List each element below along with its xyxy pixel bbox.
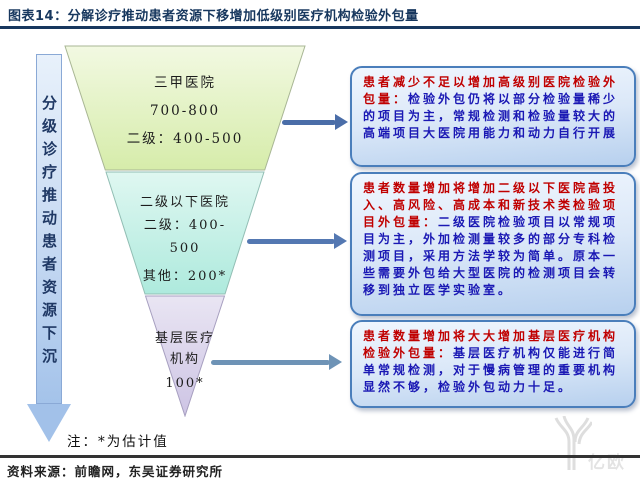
down-flow-arrow: 分级诊疗推动患者资源下沉 — [27, 54, 71, 446]
connector-arrow-middle — [247, 233, 347, 249]
figure-title: 图表14：分解诊疗推动患者资源下移增加低级别医疗机构检验外包量 — [8, 9, 419, 24]
callout-highlight: 患者数量增加将增加二级以下医院高投入、高风险、高成本和新技术类检验项目外包量： — [363, 181, 619, 229]
arrow-shaft — [211, 360, 330, 365]
funnel-line: 二级：400-500 — [126, 131, 244, 147]
footnote-text: 注：*为估计值 — [67, 434, 169, 450]
arrow-head-icon — [335, 114, 348, 130]
connector-arrow-top — [282, 114, 348, 130]
callout-highlight: 患者减少不足以增加高级别医院检验外包量： — [363, 75, 619, 106]
connector-arrow-bottom — [211, 354, 342, 370]
funnel-shape — [64, 45, 306, 417]
yiou-logo-icon — [554, 415, 594, 470]
callout-body: 基层医疗机构仅能进行简单常规检测，对于慢病管理的重要机构显然不够，检验外包动力十… — [363, 346, 619, 394]
callout-box-grassroots: 患者数量增加将大大增加基层医疗机构检验外包量：基层医疗机构仅能进行简单常规检测，… — [350, 320, 636, 408]
hospital-tier-funnel: 三甲医院 700-800 二级：400-500 二级以下医院 二级：400- 5… — [64, 45, 306, 417]
arrow-shaft — [247, 239, 335, 244]
funnel-section-secondary-hospitals — [105, 171, 265, 295]
callout-box-tertiary: 患者减少不足以增加高级别医院检验外包量：检验外包仍将以部分检验量稀少的项目为主，… — [350, 66, 636, 167]
arrow-shaft — [282, 120, 336, 125]
funnel-line: 500 — [169, 241, 201, 256]
arrow-head-icon — [334, 233, 347, 249]
funnel-label-secondary: 二级以下医院 二级：400- 500 其他：200* — [64, 191, 306, 288]
funnel-section-grassroots-institutions — [144, 295, 226, 417]
footer-divider-rule — [0, 455, 640, 458]
down-arrow-shaft — [36, 54, 62, 404]
funnel-line: 700-800 — [149, 103, 221, 119]
callout-body: 检验外包仍将以部分检验量稀少的项目为主，常规检测和检验量较大的高端项目大医院用能… — [363, 92, 619, 140]
funnel-line: 基层医疗 — [154, 331, 215, 346]
funnel-line: 二级以下医院 — [139, 195, 230, 210]
down-arrow-head-icon — [27, 404, 71, 442]
funnel-section-tertiary-hospitals — [64, 45, 306, 171]
funnel-line: 其他：200* — [142, 269, 228, 284]
source-text: 资料来源：前瞻网，东吴证券研究所 — [7, 464, 224, 479]
funnel-line: 100* — [165, 376, 205, 391]
down-flow-arrow-label: 分级诊疗推动患者资源下沉 — [40, 95, 58, 371]
callout-highlight: 患者数量增加将大大增加基层医疗机构检验外包量： — [363, 329, 619, 360]
funnel-label-tertiary: 三甲医院 700-800 二级：400-500 — [64, 69, 306, 153]
callout-body: 二级医院检验项目以常规项目为主，外加检测量较多的部分专科检测项目，采用方法学较为… — [363, 215, 619, 297]
watermark-text: 亿欧 — [588, 453, 626, 473]
callout-box-secondary: 患者数量增加将增加二级以下医院高投入、高风险、高成本和新技术类检验项目外包量：二… — [350, 172, 636, 316]
funnel-label-grassroots: 基层医疗 机构 100* — [64, 328, 306, 394]
title-underline-rule — [0, 26, 640, 29]
funnel-line: 二级：400- — [143, 218, 227, 233]
watermark: 亿欧 — [552, 415, 640, 474]
funnel-line: 三甲医院 — [154, 75, 216, 91]
funnel-line: 机构 — [169, 352, 200, 367]
arrow-head-icon — [329, 354, 342, 370]
